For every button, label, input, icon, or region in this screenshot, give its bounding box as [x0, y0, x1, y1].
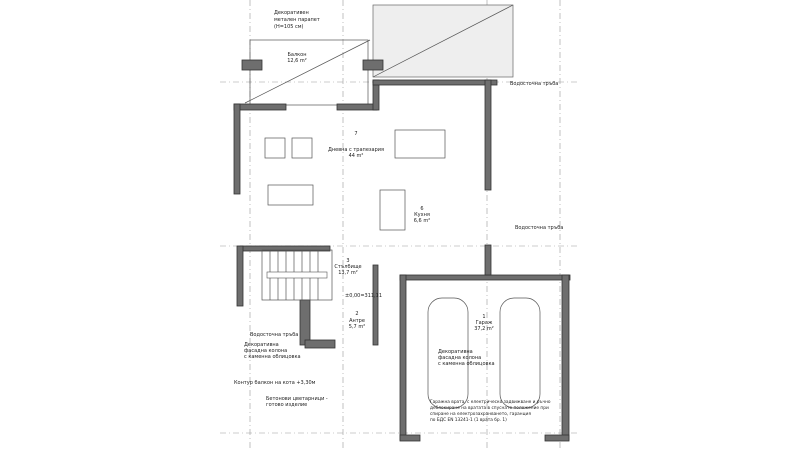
- svg-text:13,7 m²: 13,7 m²: [338, 270, 358, 276]
- svg-text:2: 2: [355, 311, 358, 317]
- svg-text:6,6 m²: 6,6 m²: [414, 218, 430, 224]
- furniture: [264, 129, 446, 231]
- annotation-downpipe-right: Водосточна тръба: [515, 225, 563, 231]
- level-marker: ±0,00=311,11: [345, 293, 382, 299]
- svg-text:Декоративна: Декоративна: [438, 349, 473, 355]
- svg-text:3: 3: [346, 258, 349, 264]
- svg-text:с каменна облицовка: с каменна облицовка: [244, 354, 301, 360]
- annotation-garage-door: Гаражна врата, с електрическо задвижване…: [430, 399, 551, 423]
- room-living-dining: 7 Дневна с трапезария 44 m²: [328, 131, 384, 159]
- svg-text:7: 7: [354, 131, 357, 137]
- walls: [233, 79, 571, 442]
- svg-text:Декоративна: Декоративна: [244, 342, 279, 348]
- svg-text:Балкон: Балкон: [287, 52, 306, 58]
- svg-text:Стълбище: Стълбище: [334, 264, 361, 270]
- svg-text:Дневна с трапезария: Дневна с трапезария: [328, 147, 384, 153]
- svg-text:по БДС EN 13241-1 (1 врата бр.: по БДС EN 13241-1 (1 врата бр. 1): [430, 417, 507, 423]
- room-entrance: 2 Антре 5,7 m²: [349, 311, 365, 330]
- staircase: [261, 249, 333, 301]
- svg-text:готово изделие: готово изделие: [266, 402, 307, 408]
- terrace-hatch: [372, 4, 514, 78]
- svg-text:6: 6: [420, 206, 423, 212]
- svg-text:метален парапет: метален парапет: [274, 17, 320, 23]
- svg-text:5,7 m²: 5,7 m²: [349, 324, 365, 330]
- balcony: [241, 39, 384, 106]
- svg-text:фасадна колона: фасадна колона: [244, 348, 287, 354]
- svg-text:Бетонови цветарници -: Бетонови цветарници -: [266, 396, 328, 402]
- svg-text:Гараж: Гараж: [476, 320, 493, 326]
- svg-text:с каменна облицовка: с каменна облицовка: [438, 361, 495, 367]
- annotation-column-mid: Декоративна фасадна колона с каменна обл…: [438, 349, 495, 367]
- room-kitchen: 6 Кухня 6,6 m²: [414, 206, 430, 224]
- svg-text:Декоративен: Декоративен: [274, 10, 309, 16]
- svg-text:37,2 m²: 37,2 m²: [474, 326, 494, 332]
- svg-text:фасадна колона: фасадна колона: [438, 355, 481, 361]
- svg-text:1: 1: [482, 314, 485, 320]
- room-garage: 1 Гараж 37,2 m²: [474, 314, 494, 332]
- room-staircase: 3 Стълбище 13,7 m²: [334, 258, 361, 276]
- svg-text:деблокиране на вратата в спусн: деблокиране на вратата в спуснато положе…: [430, 405, 549, 411]
- annotation-column-left: Декоративна фасадна колона с каменна обл…: [244, 342, 301, 360]
- annotation-downpipe-top: Водосточна тръба: [510, 81, 558, 87]
- svg-text:Гаражна врата, с електрическо: Гаражна врата, с електрическо задвижване…: [430, 399, 551, 405]
- annotation-balcony-outline: Контур балкон на кота +3,30м: [234, 380, 316, 386]
- annotation-parapet: Декоративен метален парапет (Н=105 см): [274, 10, 320, 30]
- svg-text:(Н=105 см): (Н=105 см): [274, 24, 304, 30]
- garage-cars: [427, 297, 541, 409]
- svg-text:12,6 m²: 12,6 m²: [287, 58, 307, 64]
- svg-text:Антре: Антре: [349, 318, 365, 324]
- svg-text:44 m²: 44 m²: [349, 153, 364, 159]
- svg-text:спиране на електрозахранването: спиране на електрозахранването, гаранция: [430, 412, 531, 417]
- svg-text:Кухня: Кухня: [414, 212, 430, 218]
- room-balcony: Балкон 12,6 m²: [287, 52, 307, 64]
- annotation-downpipe-left: Водосточна тръба: [250, 332, 298, 338]
- annotation-planters: Бетонови цветарници - готово изделие: [266, 396, 328, 408]
